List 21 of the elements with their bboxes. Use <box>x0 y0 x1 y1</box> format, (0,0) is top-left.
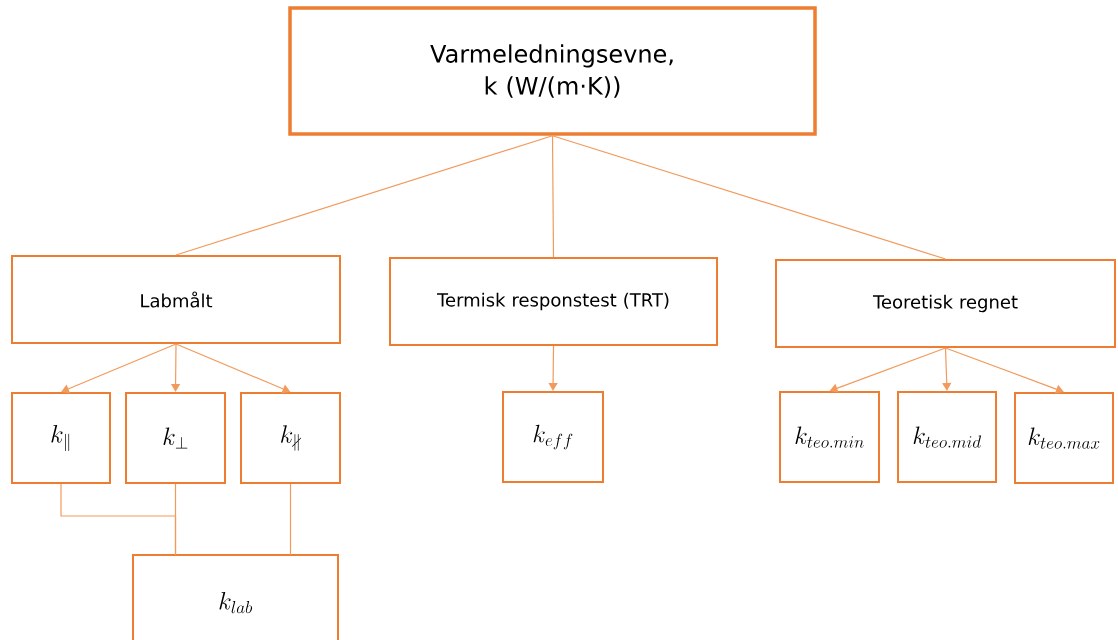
variable-box: $k_{teo.min}$ <box>779 391 880 483</box>
title-box: Varmeledningsevne, k (W/(m·K)) <box>288 6 817 136</box>
variable-box: $k_{teo.mid}$ <box>897 391 997 483</box>
connector <box>175 135 554 256</box>
category-box: Labmålt <box>11 255 341 344</box>
connector <box>61 343 177 394</box>
connector <box>944 347 1064 394</box>
variable-box: $k_{eff}$ <box>502 391 604 483</box>
variable-box: $k_{teo.max}$ <box>1014 392 1114 484</box>
variable-box: $k_{\nparallel}$ <box>240 392 341 484</box>
variable-box: $k_{lab}$ <box>132 554 339 640</box>
connector <box>942 347 952 391</box>
category-box: Teoretisk regnet <box>775 259 1116 348</box>
category-box: Termisk responstest (TRT) <box>389 257 718 346</box>
connector <box>551 135 947 260</box>
connector <box>174 483 177 556</box>
connector <box>548 345 558 391</box>
connector <box>551 135 555 258</box>
variable-box: $k_{\parallel}$ <box>11 392 111 484</box>
variable-box: $k_{\perp}$ <box>125 392 226 484</box>
connector <box>289 483 292 556</box>
